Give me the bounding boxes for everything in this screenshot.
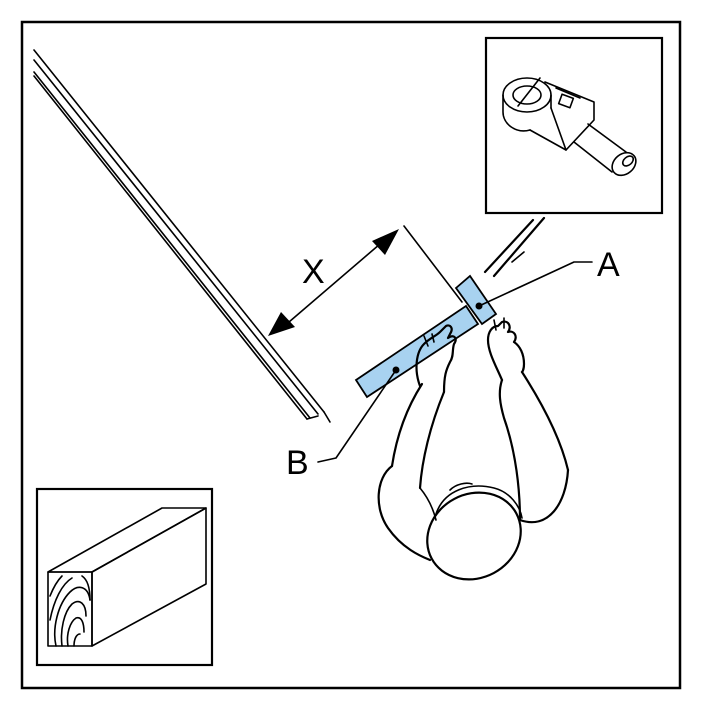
person-figure bbox=[377, 317, 570, 581]
inset-trolley-frame bbox=[484, 36, 664, 215]
inset-wood-frame bbox=[35, 487, 214, 667]
dimension-x bbox=[268, 225, 463, 336]
dimension-x-label: X bbox=[302, 253, 325, 291]
part-b-leader bbox=[317, 369, 397, 463]
part-b-board bbox=[354, 304, 480, 399]
part-a-leader bbox=[478, 261, 593, 307]
part-b-label: B bbox=[286, 444, 309, 482]
opener-rail bbox=[483, 216, 546, 278]
wooden-block-icon bbox=[47, 507, 207, 647]
trolley-connector-icon bbox=[502, 77, 637, 177]
door-rail bbox=[33, 49, 331, 423]
part-a-trolley bbox=[454, 274, 498, 326]
part-a-label: A bbox=[597, 246, 620, 284]
